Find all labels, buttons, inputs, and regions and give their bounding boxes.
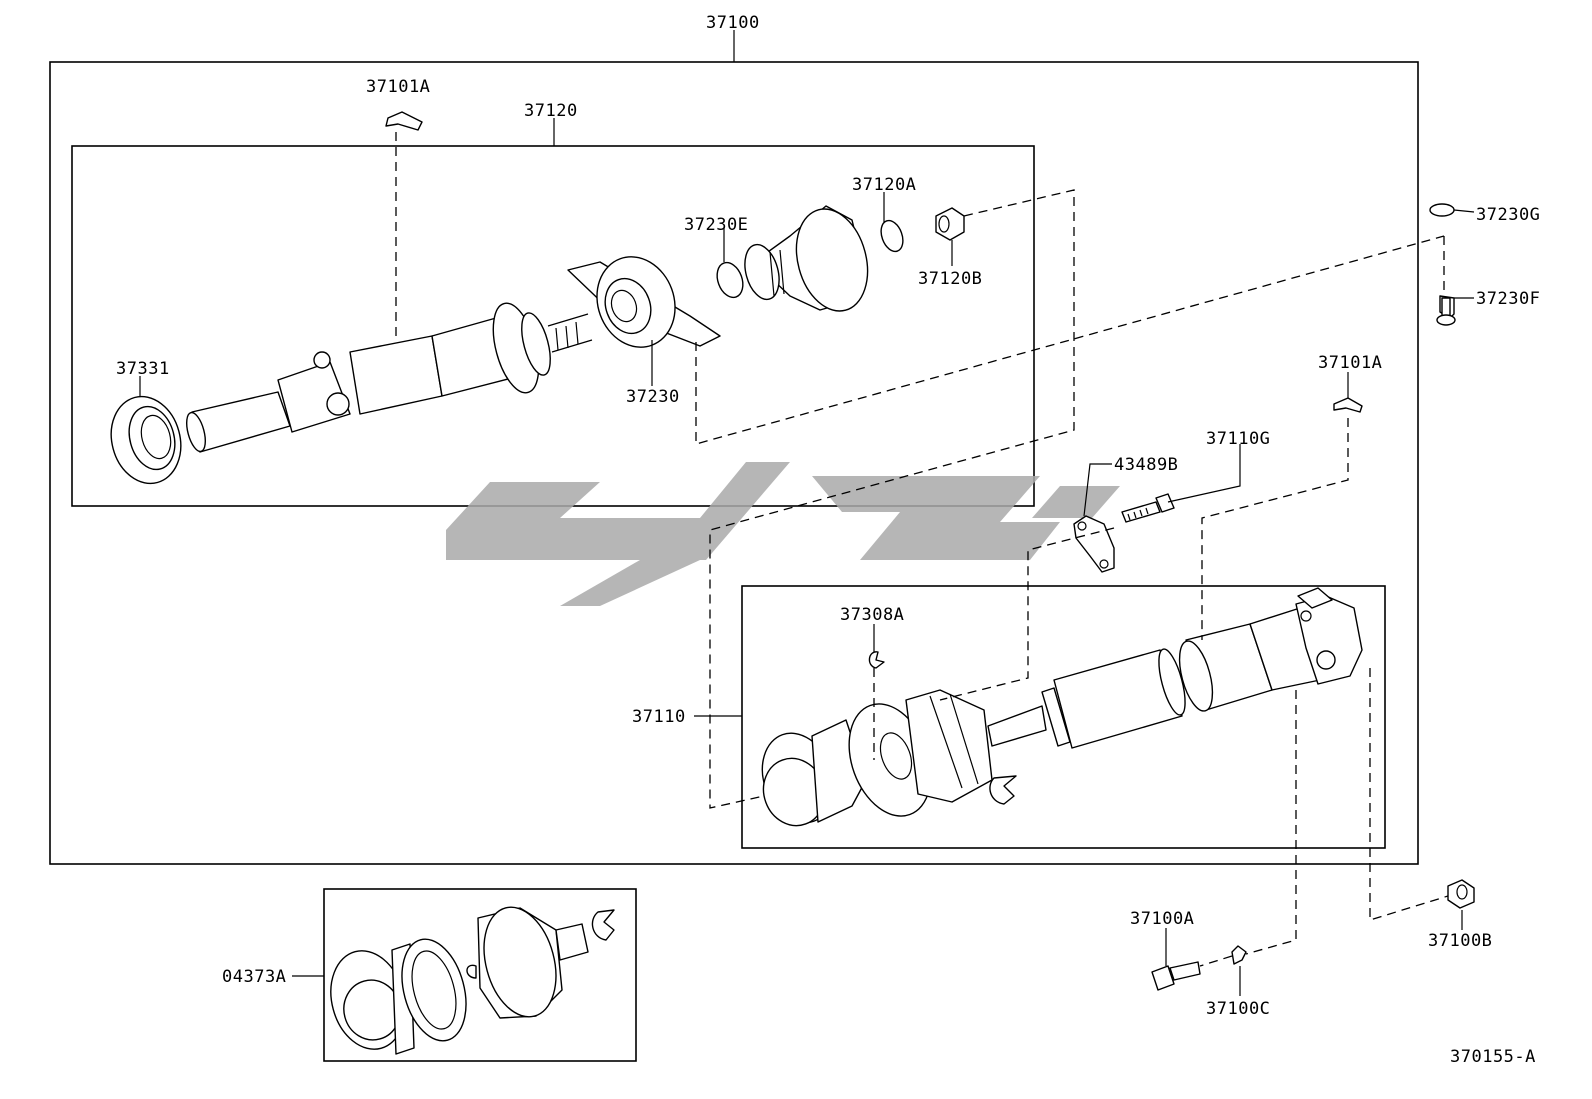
label-clip-right: 37101A	[1318, 353, 1382, 373]
front-tube-part	[349, 302, 593, 415]
label-bolt-long: 37110G	[1206, 429, 1270, 449]
bolt-right-part	[1436, 295, 1456, 326]
label-washer-bottom: 37100C	[1206, 999, 1270, 1019]
clip-top-part	[385, 111, 423, 131]
lock-plate-part	[1073, 515, 1115, 573]
label-nut-bottom: 37100B	[1428, 931, 1492, 951]
boot-clamp-part	[989, 775, 1017, 805]
bearing-seal-part	[110, 395, 182, 485]
front-shaft-assembly	[110, 205, 965, 485]
center-bearing-part	[567, 256, 721, 348]
rear-yoke-part	[1249, 587, 1363, 691]
label-washer: 37120A	[852, 175, 916, 195]
boot-kit-frame	[323, 888, 637, 1062]
washer-bottom-part	[1231, 945, 1247, 965]
clip-right-part	[1333, 397, 1363, 413]
rear-shaft-frame	[741, 585, 1386, 849]
label-snap-ring: 37308A	[840, 605, 904, 625]
spacer-part	[716, 261, 744, 299]
washer-part	[880, 219, 904, 253]
companion-flange-part	[744, 205, 869, 312]
assembly-frame	[49, 61, 1419, 865]
snap-ring-part	[868, 651, 885, 669]
dashed-connections	[395, 132, 1449, 967]
label-rear-sub-assembly: 37110	[632, 707, 686, 727]
label-bolt-right: 37230F	[1476, 289, 1540, 309]
rear-tube-part	[987, 623, 1273, 749]
label-clip-top: 37101A	[366, 77, 430, 97]
label-bearing-seal: 37331	[116, 359, 170, 379]
front-shaft-frame	[71, 145, 1035, 507]
label-plate: 43489B	[1114, 455, 1178, 475]
part-labels: 37100 37101A 37120 37120A 37230E 37120B …	[116, 13, 1540, 1067]
leader-lines	[139, 192, 1475, 996]
bolt-bottom-part	[1151, 961, 1201, 991]
long-bolt-part	[1121, 493, 1175, 523]
washer-right-part	[1429, 203, 1455, 217]
label-center-bearing: 37230	[626, 387, 680, 407]
nut-bottom-part	[1447, 879, 1475, 909]
label-figure-code: 370155-A	[1450, 1047, 1536, 1067]
rear-shaft-assembly	[761, 587, 1363, 827]
label-boot-kit: 04373A	[222, 967, 286, 987]
label-assembly: 37100	[706, 13, 760, 33]
label-bolt-bottom: 37100A	[1130, 909, 1194, 929]
slip-yoke-part	[185, 351, 351, 453]
label-washer-right: 37230G	[1476, 205, 1540, 225]
lock-nut-part	[935, 207, 965, 241]
boot-kit-parts	[330, 906, 615, 1055]
watermark-logo	[446, 462, 1120, 606]
label-front-sub-assembly: 37120	[524, 101, 578, 121]
cv-joint-part	[761, 689, 993, 827]
label-spacer: 37230E	[684, 215, 748, 235]
label-nut: 37120B	[918, 269, 982, 289]
